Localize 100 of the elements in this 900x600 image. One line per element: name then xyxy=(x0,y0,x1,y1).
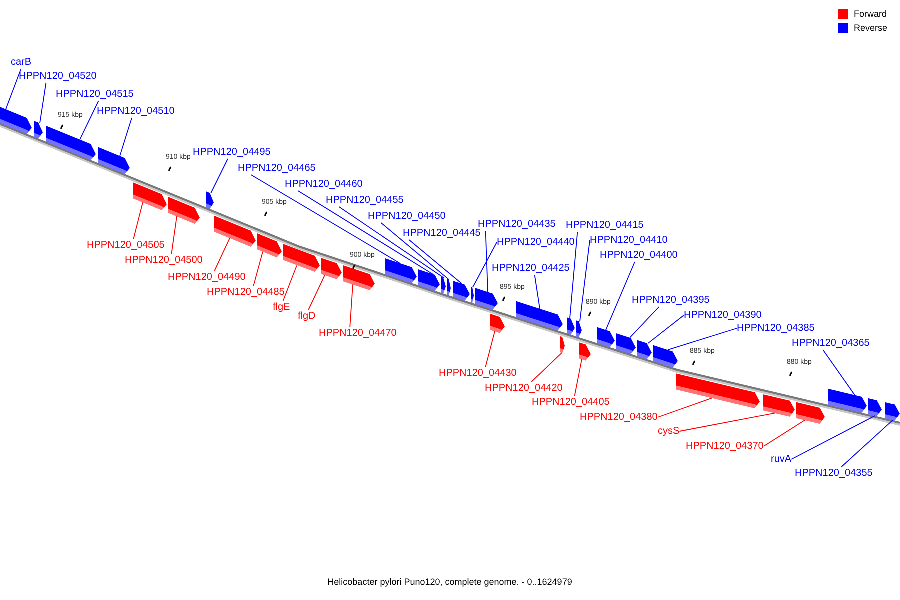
gene-label: HPPN120_04490 xyxy=(168,271,246,284)
gene-feature xyxy=(46,126,96,160)
gene-feature xyxy=(676,374,760,409)
leader-line xyxy=(630,306,660,338)
leader-line xyxy=(250,174,400,264)
gene-label: ruvA xyxy=(771,453,792,466)
gene-label: HPPN120_04485 xyxy=(207,286,285,299)
gene-feature xyxy=(490,314,505,334)
leader-line xyxy=(657,398,712,418)
gene-label: HPPN120_04520 xyxy=(19,70,97,83)
gene-label: HPPN120_04365 xyxy=(792,337,870,350)
gene-label: HPPN120_04445 xyxy=(403,227,481,240)
leader-line xyxy=(133,202,144,240)
gene-label: HPPN120_04410 xyxy=(590,234,668,247)
leader-line xyxy=(210,158,228,194)
leader-line xyxy=(308,274,326,310)
gene-feature xyxy=(567,318,575,335)
gene-feature xyxy=(576,320,582,338)
gene-label: HPPN120_04420 xyxy=(485,382,563,395)
leader-line xyxy=(408,240,462,284)
leader-line xyxy=(282,265,298,302)
leader-line xyxy=(580,240,590,322)
gene-label: HPPN120_04430 xyxy=(439,367,517,380)
legend-label: Forward xyxy=(854,9,888,19)
gene-feature xyxy=(257,233,282,258)
gene-feature xyxy=(616,333,636,354)
leader-line xyxy=(338,206,444,278)
gene-label: HPPN120_04385 xyxy=(737,322,815,335)
gene-label: HPPN120_04380 xyxy=(580,411,658,424)
leader-line xyxy=(606,262,636,331)
gene-label: HPPN120_04435 xyxy=(478,218,556,231)
leader-line xyxy=(350,284,354,328)
gene-feature xyxy=(597,327,615,348)
gene-label: HPPN120_04500 xyxy=(125,254,203,267)
gene-feature xyxy=(579,342,591,361)
leader-line xyxy=(472,242,498,288)
leader-line xyxy=(822,350,856,396)
legend-label: Reverse xyxy=(854,23,888,33)
leader-line xyxy=(485,331,496,368)
leader-line xyxy=(648,315,684,344)
gene-feature xyxy=(868,398,882,417)
gene-label: HPPN120_04470 xyxy=(319,327,397,340)
gene-feature xyxy=(763,394,795,417)
gene-feature xyxy=(168,196,200,224)
gene-label: HPPN120_04390 xyxy=(684,309,762,322)
gene-feature xyxy=(214,216,256,247)
leader-line xyxy=(485,230,488,293)
gene-label: HPPN120_04450 xyxy=(368,210,446,223)
gene-label: HPPN120_04455 xyxy=(326,194,404,207)
leader-line xyxy=(763,420,806,447)
gene-label: HPPN120_04405 xyxy=(532,396,610,409)
gene-feature xyxy=(441,277,446,294)
gene-label: flgE xyxy=(273,301,290,314)
gene-label: HPPN120_04395 xyxy=(632,294,710,307)
leader-line xyxy=(570,232,578,320)
leader-line xyxy=(534,274,540,310)
leader-line xyxy=(171,216,178,254)
leader-line xyxy=(253,251,264,286)
leader-line xyxy=(298,190,434,275)
gene-label: HPPN120_04355 xyxy=(795,467,873,480)
gene-feature xyxy=(447,279,451,296)
leader-line xyxy=(120,118,132,157)
gene-feature xyxy=(206,191,214,210)
leader-line xyxy=(80,100,100,140)
gene-label: cysS xyxy=(658,425,680,438)
gene-feature xyxy=(343,265,375,290)
gene-label: HPPN120_04370 xyxy=(686,440,764,453)
gene-label: HPPN120_04495 xyxy=(193,146,271,159)
gene-label: HPPN120_04415 xyxy=(566,219,644,232)
gene-label: HPPN120_04515 xyxy=(56,88,134,101)
gene-label: HPPN120_04440 xyxy=(497,236,575,249)
gene-feature xyxy=(885,402,900,421)
leader-line xyxy=(214,238,230,272)
gene-feature xyxy=(475,288,498,310)
gene-feature xyxy=(98,147,130,174)
gene-feature xyxy=(453,280,470,301)
gene-label: carB xyxy=(11,56,32,69)
caption: Helicobacter pylori Puno120, complete genome. - 0..1624979 xyxy=(328,577,572,588)
gene-feature xyxy=(796,402,825,424)
gene-feature xyxy=(321,258,342,280)
gene-label: HPPN120_04465 xyxy=(238,162,316,175)
gene-label: HPPN120_04505 xyxy=(87,239,165,252)
gene-feature xyxy=(133,182,167,210)
gene-feature xyxy=(560,336,565,354)
leader-line xyxy=(791,416,876,460)
leader-line xyxy=(679,412,776,432)
leader-line xyxy=(40,82,47,124)
leader-line xyxy=(668,328,738,351)
gene-label: flgD xyxy=(298,310,316,323)
gene-feature xyxy=(385,258,417,284)
gene-feature xyxy=(637,340,652,360)
gene-feature xyxy=(0,107,32,134)
gene-feature xyxy=(516,301,563,331)
leader-line xyxy=(841,420,894,468)
gene-label: HPPN120_04425 xyxy=(492,262,570,275)
gene-feature xyxy=(653,345,678,368)
leader-line xyxy=(574,359,582,396)
gene-label: HPPN120_04400 xyxy=(600,249,678,262)
gene-label: HPPN120_04510 xyxy=(97,105,175,118)
leader-line xyxy=(380,222,450,280)
